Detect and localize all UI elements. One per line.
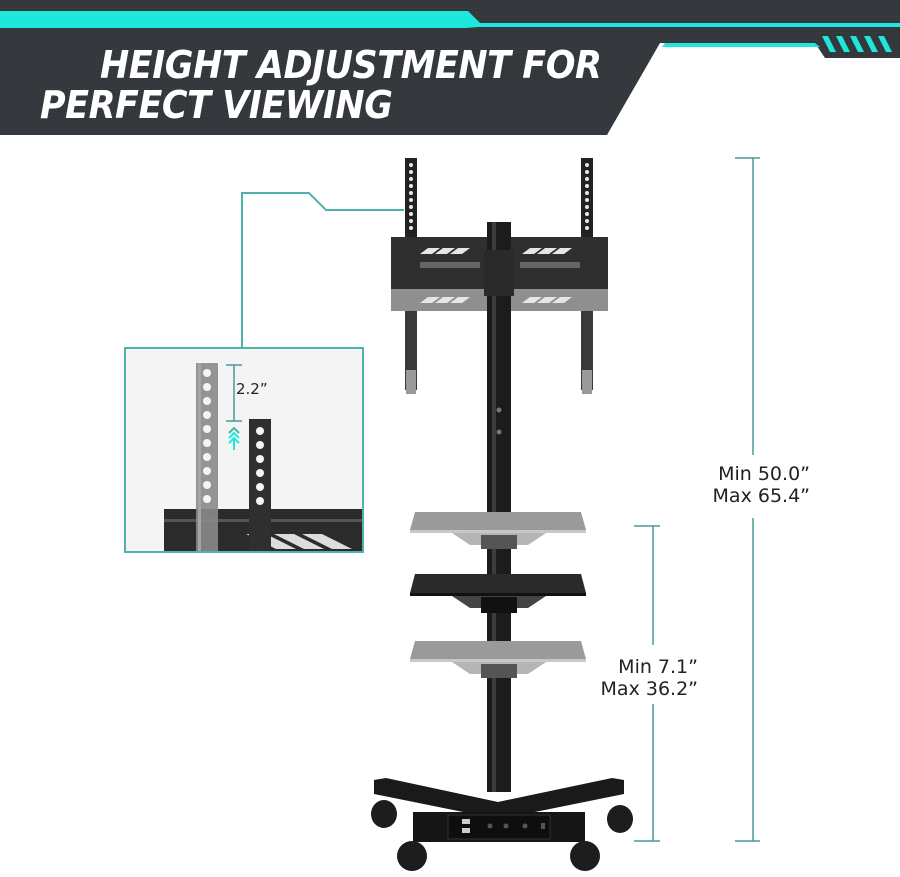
shelf-height-max: Max 36.2” xyxy=(600,678,698,700)
shelf-lower-faded xyxy=(410,641,586,678)
base-with-power-strip xyxy=(374,778,624,842)
double-chevron-up-arrow-icon xyxy=(228,426,240,450)
slash-decoration-icon xyxy=(822,36,892,52)
header-banner xyxy=(0,0,900,135)
caster-wheels xyxy=(371,800,633,871)
shelf-middle xyxy=(410,574,586,613)
overall-height-dimension: Min 50.0” Max 65.4” xyxy=(700,463,810,507)
mount-bracket-detail-image xyxy=(164,363,362,551)
overall-height-min: Min 50.0” xyxy=(718,463,810,485)
page-title-line-2: PERFECT VIEWING xyxy=(40,83,393,127)
inset-detail-box: 2.2” xyxy=(124,347,364,553)
overall-height-max: Max 65.4” xyxy=(712,485,810,507)
adjustment-increment-label: 2.2” xyxy=(236,380,268,398)
page-title-line-1: HEIGHT ADJUSTMENT FOR xyxy=(100,43,602,87)
shelf-height-dimension: Min 7.1” Max 36.2” xyxy=(598,656,698,700)
shelf-height-min: Min 7.1” xyxy=(618,656,698,678)
shelf-upper-faded xyxy=(410,512,586,549)
